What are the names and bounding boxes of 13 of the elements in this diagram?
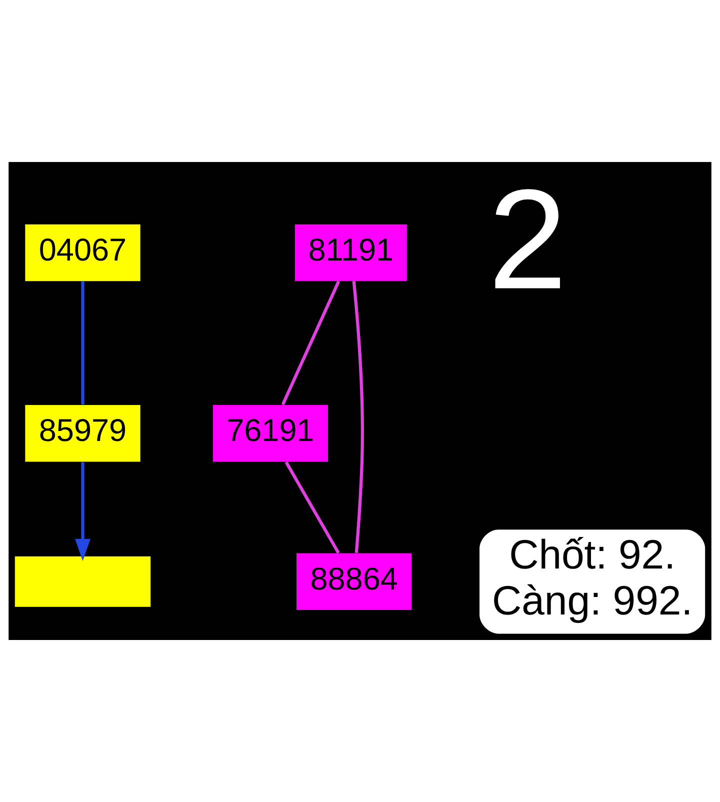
node-box: 88864 xyxy=(296,553,412,610)
node-box: 81191 xyxy=(294,224,407,282)
node-bar xyxy=(14,556,151,607)
connector xyxy=(284,461,340,554)
node-box: Chốt: 92. Càng: 992. xyxy=(480,530,706,634)
node-box: 76191 xyxy=(212,404,328,462)
node-box: 04067 xyxy=(25,224,140,282)
connector xyxy=(81,281,84,405)
connector xyxy=(281,280,340,406)
node-box: 85979 xyxy=(25,404,140,462)
label: 2 xyxy=(488,160,568,320)
connector xyxy=(352,280,364,553)
arrow xyxy=(75,462,90,562)
